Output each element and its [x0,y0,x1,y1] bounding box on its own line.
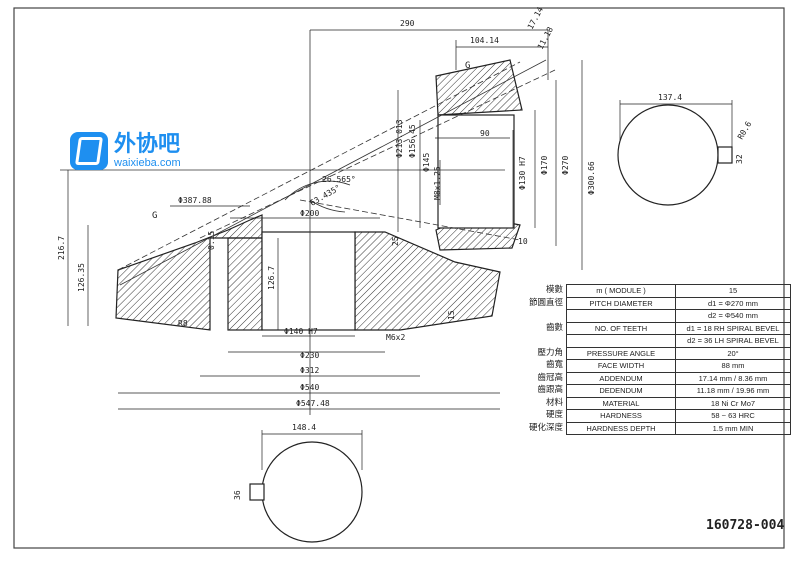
spec-cell-cn: 硬化深度 [528,422,563,433]
spec-cell-cn: 壓力角 [537,347,563,358]
spec-cell-en: FACE WIDTH [566,359,676,373]
dim-d540: Φ540 [300,383,319,392]
spec-cell-cn: 硬度 [545,410,563,421]
spec-cell-en: PITCH DIAMETER [566,296,676,310]
dim-angle2: 63.435° [309,183,343,208]
dim-face-width-top: 104.14 [470,36,499,45]
spec-cell-cn [516,310,567,323]
dim-d300: Φ300.66 [587,161,596,195]
dim-angle1: 26.565° [322,175,356,184]
label-g-top: G [465,61,470,71]
spec-cell-en: NO. OF TEETH [566,321,676,335]
spec-cell-cn: 材料 [545,397,563,408]
spec-cell-en: PRESSURE ANGLE [566,346,676,360]
logo-en-text: waixieba.com [114,157,181,169]
spec-cell-value: 11.18 mm / 19.96 mm [675,384,791,398]
dim-m8: M8x1.25 [433,166,442,200]
dim-v25: 25 [391,236,400,246]
dim-d230: Φ230 [300,351,319,360]
spec-cell-en: HARDNESS [566,409,676,423]
dim-d213: Φ213.013 [395,119,404,158]
drawing-border [13,7,785,549]
spec-cell-en [566,309,676,323]
spec-cell-value: 1.5 mm MIN [675,421,791,435]
dim-h126: 126.35 [77,263,86,292]
dim-key-top-r: R0.6 [736,120,754,141]
dim-d200: Φ200 [300,209,319,218]
dim-d90: 90 [480,129,490,138]
dim-key-bot: 148.4 [292,423,316,432]
dim-addendum-a: 17.14 [526,5,545,31]
spec-cell-value: d1 = Φ270 mm [675,296,791,310]
spec-cell-cn: 齒寬 [545,360,563,371]
dim-d547: Φ547.48 [296,399,330,408]
logo-icon [70,132,108,170]
spec-cell-value: 18 Ni Cr Mo7 [675,396,791,410]
spec-row: d2 = 36 LH SPIRAL BEVEL [516,334,791,348]
dim-d270: Φ270 [561,156,570,175]
spec-cell-cn: 齒跟高 [537,385,563,396]
keyway-view-top [617,100,733,206]
spec-cell-en: ADDENDUM [566,371,676,385]
dim-h126b: 126.7 [267,266,276,290]
spec-cell-cn: 節圓直徑 [528,297,563,308]
spec-row: d2 = Φ540 mm [516,309,791,323]
gear-section [115,59,523,331]
spec-cell-value: 58 ~ 63 HRC [675,409,791,423]
spec-cell-en [566,334,676,348]
spec-cell-en: MATERIAL [566,396,676,410]
dim-d130: Φ130 H7 [518,156,527,190]
dim-key-top-w: 32 [735,154,744,164]
spec-cell-value: d1 = 18 RH SPIRAL BEVEL [675,321,791,335]
dim-d170: Φ170 [540,156,549,175]
construction-lines [60,30,556,415]
dim-d140: Φ140 H7 [284,327,318,336]
spec-cell-value: 17.14 mm / 8.36 mm [675,371,791,385]
site-logo[interactable]: 外协吧 waixieba.com [70,128,220,174]
spec-cell-value: 15 [675,284,791,298]
spec-cell-en: m ( MODULE ) [566,284,676,298]
spec-cell-cn: 齒冠高 [537,372,563,383]
dim-v15: 15 [447,310,456,320]
spec-cell-en: DEDENDUM [566,384,676,398]
spec-cell-cn [516,335,567,348]
dim-v10: 10 [518,237,528,246]
dim-h216: 216.7 [57,236,66,260]
logo-cn-text: 外协吧 [114,132,181,157]
spec-cell-value: d2 = 36 LH SPIRAL BEVEL [675,334,791,348]
spec-cell-value: 88 mm [675,359,791,373]
dim-top-length: 290 [400,19,415,28]
label-g-left: G [152,211,157,221]
spec-cell-en: HARDNESS DEPTH [566,421,676,435]
dim-r8: R8 [178,319,188,328]
dim-d387: Φ387.88 [178,196,212,205]
dim-key-bot-w: 36 [233,490,242,500]
drawing-number: 160728-004 [706,518,785,533]
dim-d156: Φ156.45 [408,124,417,158]
spec-cell-cn: 齒數 [545,322,563,333]
dim-key-top: 137.4 [658,93,682,102]
dim-d145: Φ145 [422,153,431,172]
dim-d312: Φ312 [300,366,319,375]
dim-addendum-b: 11.18 [536,25,555,51]
spec-cell-value: d2 = Φ540 mm [675,309,791,323]
spec-cell-cn: 模數 [545,285,563,296]
keyway-view-bottom [249,430,363,543]
dim-m6: M6x2 [386,333,405,342]
spec-cell-value: 20° [675,346,791,360]
dimension-lines [67,29,583,410]
dim-v015: 0.15 [207,231,216,250]
